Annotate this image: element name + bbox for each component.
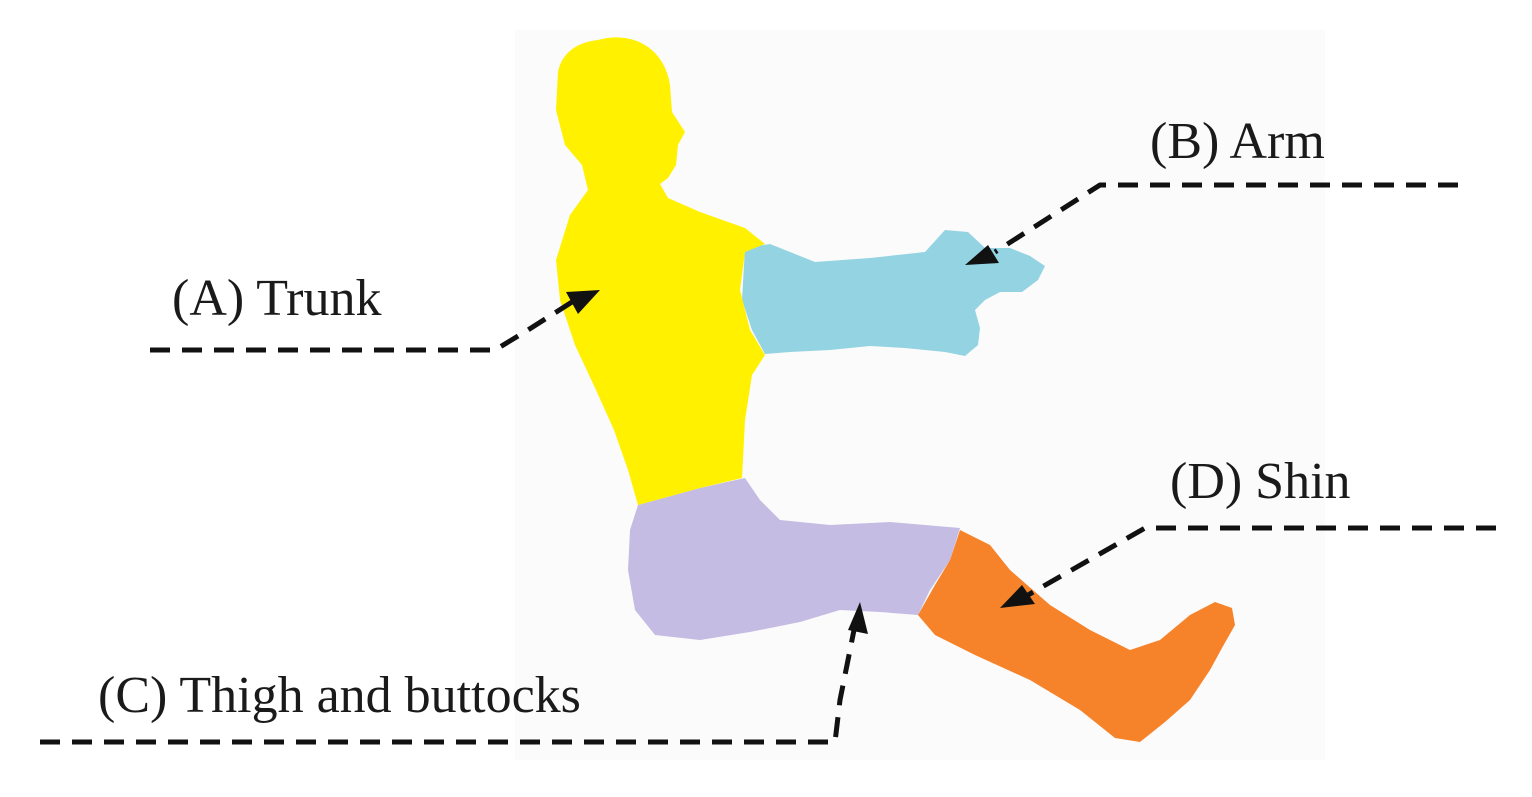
thigh-arrowhead <box>848 602 868 634</box>
trunk-label: (A) Trunk <box>172 270 382 327</box>
trunk-leader-line <box>150 299 574 353</box>
shin-label: (D) Shin <box>1170 453 1351 510</box>
thigh-segment <box>628 478 960 640</box>
shin-arrowhead <box>1000 585 1035 608</box>
thigh-leader-line <box>40 624 858 745</box>
thigh-label: (C) Thigh and buttocks <box>98 667 581 724</box>
trunk-segment <box>556 37 765 506</box>
arm-label: (B) Arm <box>1150 113 1325 170</box>
arm-arrowhead <box>965 245 999 265</box>
trunk-arrowhead <box>566 290 600 314</box>
arm-leader-line <box>993 182 1458 255</box>
shin-segment <box>918 530 1235 742</box>
